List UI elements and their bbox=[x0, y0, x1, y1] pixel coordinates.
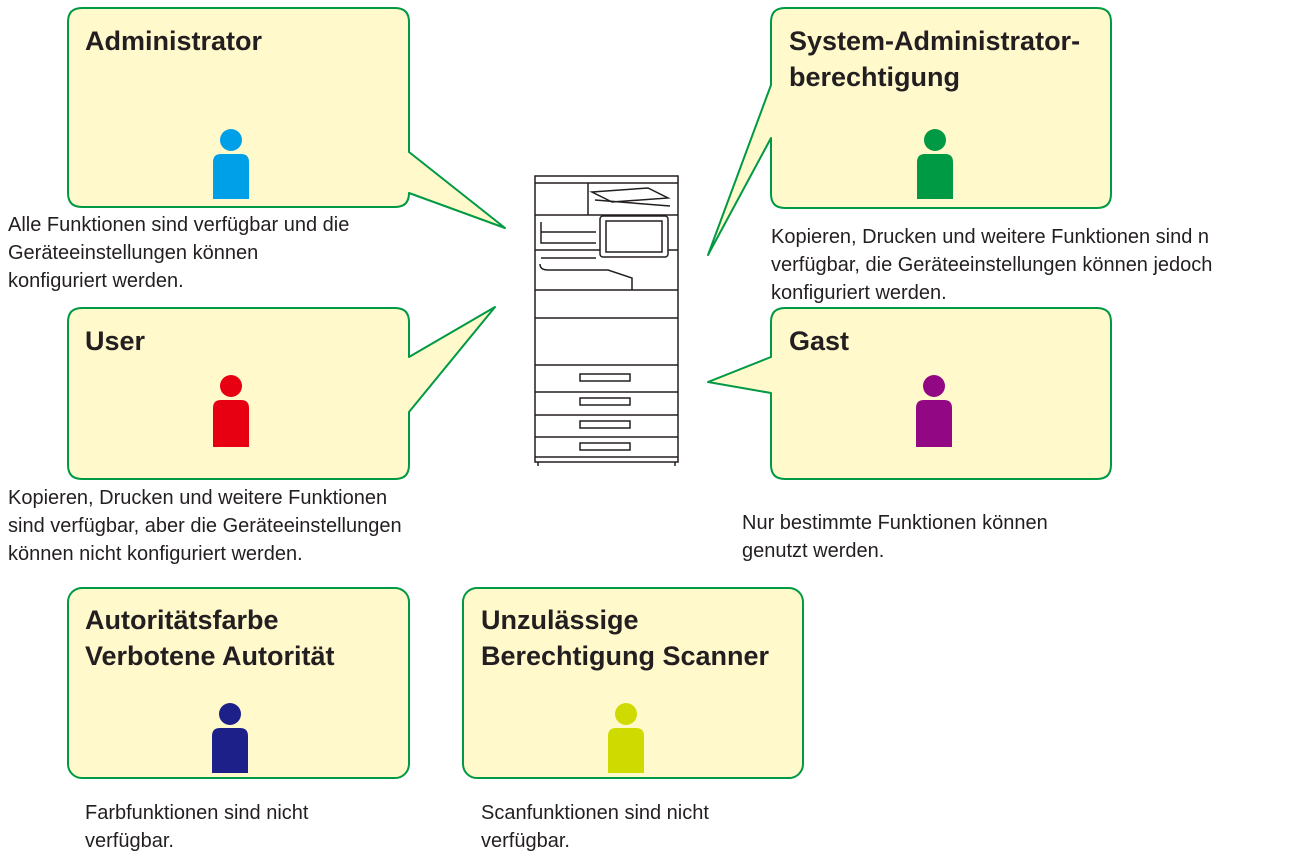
user-callout bbox=[67, 306, 496, 480]
unzulaessige-scanner-box bbox=[462, 587, 804, 779]
role-description-unzulaessige-scanner: Scanfunktionen sind nicht verfügbar. bbox=[481, 802, 709, 852]
role-description-autoritaetsfarbe: Farbfunktionen sind nicht verfügbar. bbox=[85, 802, 309, 852]
role-title-user: User bbox=[85, 326, 146, 356]
role-description-gast: Nur bestimmte Funktionen können genutzt … bbox=[742, 512, 1048, 562]
person-icon bbox=[213, 129, 249, 199]
administrator-callout bbox=[67, 7, 506, 229]
role-description-administrator: Alle Funktionen sind verfügbar und die G… bbox=[8, 214, 350, 292]
role-title-autoritaetsfarbe: Autoritätsfarbe Verbotene Autorität bbox=[85, 605, 335, 671]
person-icon bbox=[917, 129, 953, 199]
system-administrator-callout bbox=[707, 7, 1112, 256]
role-title-unzulaessige-scanner: Unzulässige Berechtigung Scanner bbox=[481, 605, 770, 671]
role-description-user: Kopieren, Drucken und weitere Funktionen… bbox=[8, 487, 402, 565]
role-title-gast: Gast bbox=[789, 326, 850, 356]
person-icon bbox=[916, 375, 952, 447]
printer-icon bbox=[534, 175, 679, 466]
person-icon bbox=[213, 375, 249, 447]
person-icon bbox=[212, 703, 248, 773]
autoritaetsfarbe-box bbox=[67, 587, 410, 779]
person-icon bbox=[608, 703, 644, 773]
gast-callout bbox=[707, 307, 1112, 480]
role-title-administrator: Administrator bbox=[85, 26, 263, 56]
role-description-system-administrator: Kopieren, Drucken und weitere Funktionen… bbox=[771, 226, 1213, 304]
role-title-system-administrator: System-Administrator- berechtigung bbox=[789, 26, 1081, 92]
